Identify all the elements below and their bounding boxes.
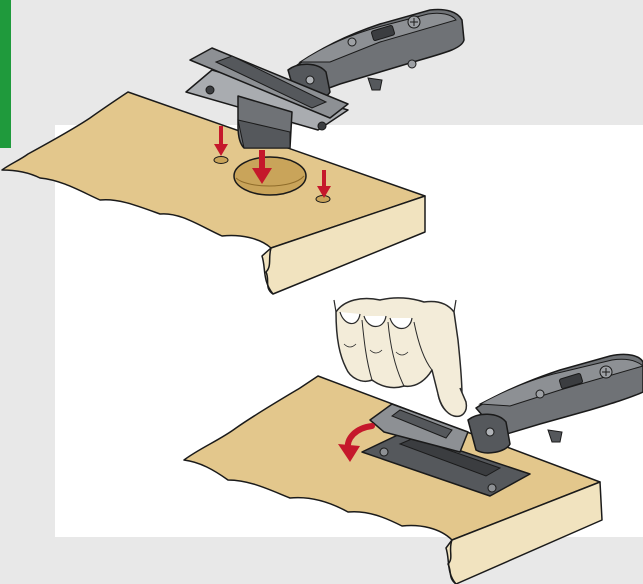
hinge-cup-front — [237, 119, 291, 149]
rotate-arrow-icon — [338, 423, 375, 462]
arm-screw-3 — [407, 59, 417, 69]
arm-screw-1-slot — [410, 18, 418, 26]
hand-fingertip — [437, 387, 468, 418]
knuckle-lines — [343, 343, 409, 356]
plate-2-hole-left — [379, 447, 389, 457]
hinge-plate-opening — [214, 55, 328, 109]
board-break-line — [265, 247, 274, 295]
cup-hole-inner — [235, 175, 305, 187]
dowel-hole-left — [213, 156, 229, 164]
down-arrow-icon — [252, 150, 272, 184]
knuckle-pin — [305, 75, 315, 85]
arm-2-clip — [547, 429, 563, 443]
arm-adjust-slot — [371, 24, 395, 42]
hand-wrist-edge — [333, 299, 457, 313]
finger-nail-3 — [389, 317, 413, 330]
hinge-plate-2 — [361, 431, 531, 497]
cup-hole — [233, 156, 307, 196]
finger-crease-3 — [413, 321, 433, 371]
down-arrow-icon — [214, 126, 228, 156]
step-2-flip-lever — [183, 297, 643, 584]
knuckle-2-pin — [485, 427, 495, 437]
finger-crease-2 — [387, 321, 405, 387]
dowel-hole-right — [315, 195, 331, 203]
plate-hole-left — [205, 85, 215, 95]
arm-screw-2 — [347, 37, 357, 47]
down-arrow-icon — [317, 170, 331, 198]
hinge-lever-2-inner — [390, 409, 453, 439]
finger-crease-1 — [361, 319, 373, 381]
arm-2-screw-1-slot — [602, 368, 610, 376]
board-break-line-2 — [447, 539, 457, 584]
board-top — [1, 91, 426, 249]
arm-2-adjust-slot — [559, 372, 583, 390]
plate-2-hole-right — [487, 483, 497, 493]
accent-bar — [0, 0, 11, 148]
finger-nail-2 — [363, 315, 387, 328]
plate-hole-right — [317, 121, 327, 131]
arm-2-screw-2 — [535, 389, 545, 399]
hinge-plate-2-opening — [398, 437, 502, 477]
arm-clip — [367, 77, 383, 91]
hand — [333, 297, 468, 418]
step-1-press-hinge — [1, 8, 465, 295]
finger-nail-1 — [339, 311, 361, 325]
